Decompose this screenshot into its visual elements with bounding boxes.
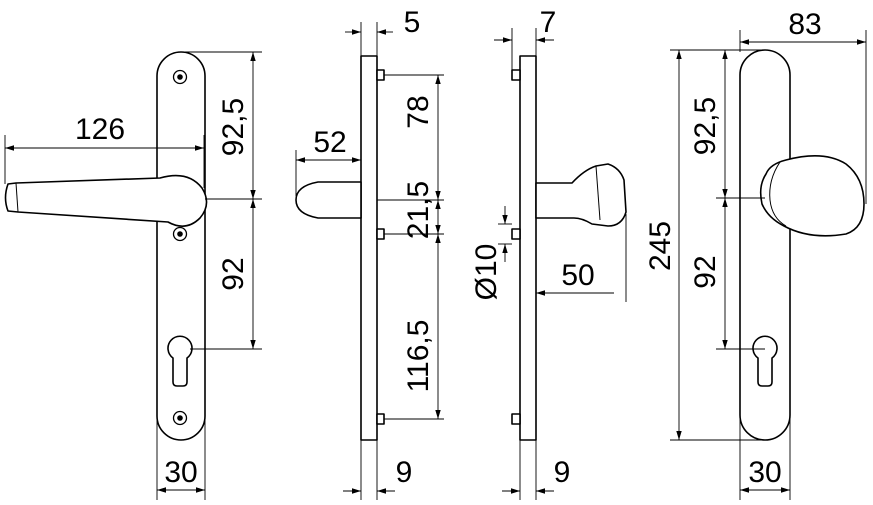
dimensions-view-4: 83 245 92,5 92 30 — [644, 8, 867, 500]
dim-side-bottom: 9 — [396, 456, 413, 489]
lever-side-profile — [295, 181, 362, 219]
dim-handle-axis-to-keyhole: 92 — [217, 257, 250, 290]
dim-side-mid: 21,5 — [402, 181, 435, 239]
dim-knob-projection: 50 — [561, 259, 594, 292]
dim-top-to-knob-axis: 92,5 — [689, 97, 722, 155]
front-view-knob — [739, 49, 865, 441]
dim-knob-axis-to-keyhole: 92 — [689, 255, 722, 288]
front-view-lever-handle — [4, 51, 208, 441]
keyhole-left — [167, 335, 193, 387]
dim-top-to-handle-axis: 92,5 — [217, 98, 250, 156]
dim-side-upper: 78 — [402, 95, 435, 128]
side-plate-lever — [360, 55, 378, 441]
side-view-lever — [295, 55, 385, 441]
dimensions-view-3: 7 Ø10 50 9 — [470, 6, 627, 500]
dim-plate-total-height: 245 — [644, 221, 677, 271]
dimensions-view-2: 52 5 78 21,5 116,5 9 — [295, 6, 444, 500]
dimensions-view-1: 126 92,5 92 30 — [4, 51, 262, 500]
dim-plate-width-right: 30 — [748, 456, 781, 489]
dim-plate-width-left: 30 — [164, 456, 197, 489]
dim-knob-bottom: 9 — [554, 456, 571, 489]
dim-plate-total-width: 83 — [788, 8, 821, 41]
dim-knob-plate-thickness-top: 7 — [540, 6, 557, 39]
dim-handle-projection: 52 — [313, 126, 346, 159]
dim-spindle-diameter: Ø10 — [470, 244, 503, 301]
knob-front — [759, 155, 865, 237]
side-view-knob — [511, 55, 627, 441]
dim-plate-thickness-top: 5 — [404, 6, 421, 39]
dim-side-lower: 116,5 — [402, 320, 435, 393]
knob-side-profile — [535, 163, 627, 227]
side-plate-knob — [519, 55, 537, 441]
lever-handle — [4, 174, 208, 227]
dim-handle-length: 126 — [75, 113, 125, 146]
